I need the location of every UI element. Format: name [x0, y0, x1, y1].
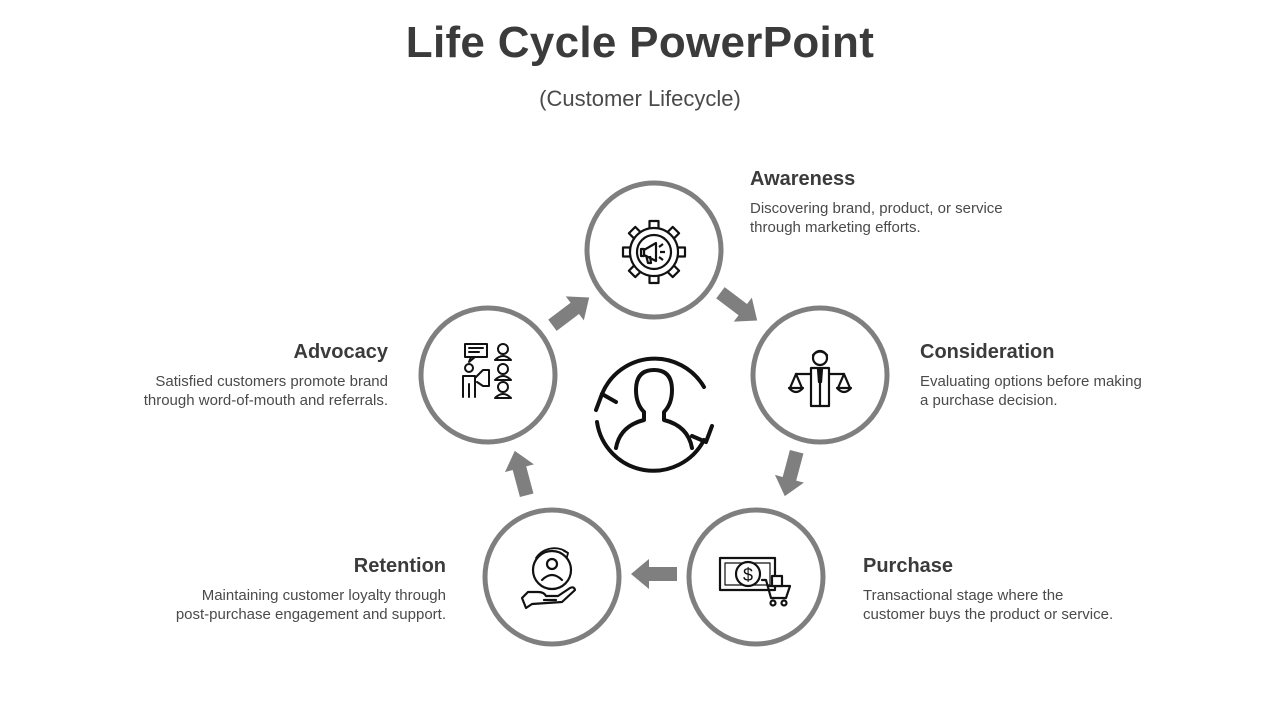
retention-ring	[482, 507, 622, 647]
advocacy-ring	[418, 305, 558, 445]
stage-retention: Retention Maintaining customer loyalty t…	[96, 554, 446, 624]
stage-consideration: Consideration Evaluating options before …	[920, 340, 1220, 410]
stage-description-line: a purchase decision.	[920, 392, 1058, 409]
stage-description-line: through word-of-mouth and referrals.	[143, 392, 388, 409]
awareness-ring	[584, 180, 724, 320]
arrow-purchase-to-retention	[631, 559, 677, 589]
person-scales-icon	[787, 349, 853, 408]
stage-heading: Advocacy	[293, 341, 389, 363]
arrow-retention-to-advocacy	[500, 446, 542, 500]
stage-heading: Awareness	[750, 168, 856, 190]
hand-person-cycle-icon	[520, 547, 577, 610]
stage-description-line: Transactional stage where the	[863, 587, 1064, 604]
stage-purchase: Purchase Transactional stage where the c…	[863, 554, 1193, 624]
stage-description-line: Maintaining customer loyalty through	[201, 587, 446, 604]
page-subtitle: (Customer Lifecycle)	[539, 86, 741, 111]
page-title: Life Cycle PowerPoint	[405, 18, 875, 67]
stage-heading: Purchase	[863, 555, 954, 577]
stage-description-line: Evaluating options before making	[920, 373, 1142, 390]
arrow-consideration-to-purchase	[770, 447, 812, 501]
presenter-audience-icon	[462, 343, 512, 399]
stage-advocacy: Advocacy Satisfied customers promote bra…	[58, 340, 388, 410]
stage-description-line: Satisfied customers promote brand	[155, 373, 388, 390]
stage-description-line: Discovering brand, product, or service	[750, 200, 1003, 217]
consideration-ring	[750, 305, 890, 445]
stage-description-line: customer buys the product or service.	[863, 606, 1114, 623]
purchase-ring	[686, 507, 826, 647]
gear-megaphone-icon	[621, 219, 687, 285]
stage-rings	[418, 180, 890, 647]
money-cart-icon: $	[718, 556, 792, 607]
flow-arrows	[500, 280, 812, 589]
stage-awareness: Awareness Discovering brand, product, or…	[750, 167, 1090, 237]
stage-description-line: post-purchase engagement and support.	[175, 606, 446, 623]
svg-text:$: $	[743, 565, 753, 585]
stage-heading: Consideration	[920, 341, 1055, 363]
customer-cycle-icon	[594, 356, 714, 473]
arrow-advocacy-to-awareness	[543, 285, 599, 338]
arrow-awareness-to-consideration	[711, 280, 767, 333]
stage-description-line: through marketing efforts.	[750, 219, 921, 236]
stage-heading: Retention	[353, 555, 446, 577]
